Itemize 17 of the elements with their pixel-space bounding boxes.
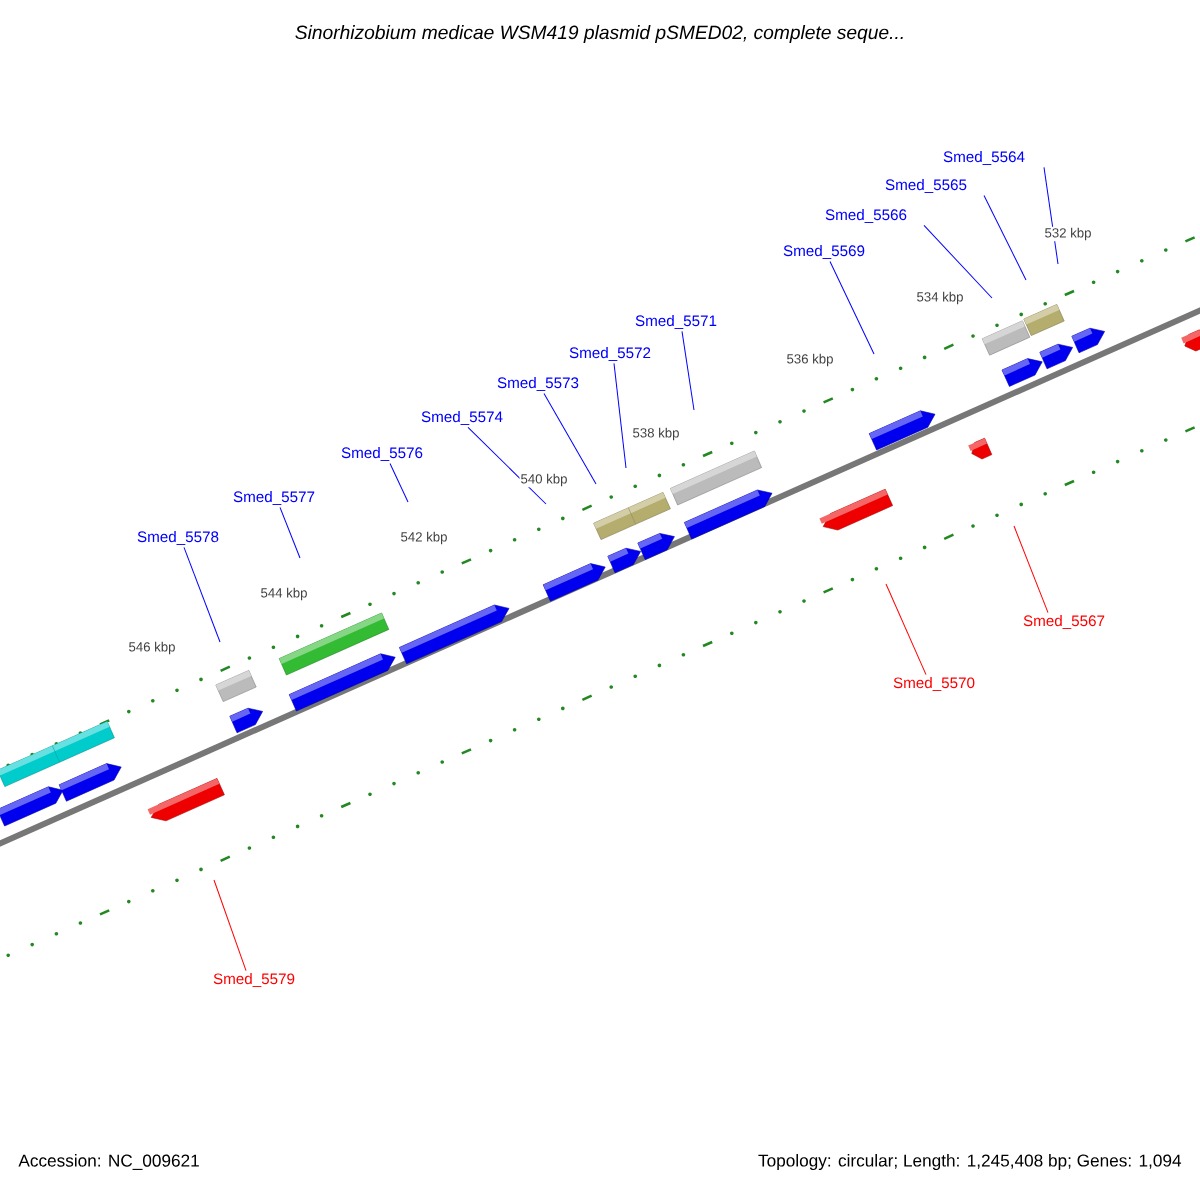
leader-line — [923, 224, 993, 299]
leader-line — [983, 194, 1027, 281]
leader-line — [1013, 525, 1049, 614]
footer-text: Topology: circular; Length: 1,245,408 bp; Genes: 1,094 — [758, 1154, 1182, 1171]
leader-line — [1043, 166, 1059, 265]
footer-text: Accession: NC_009621 — [18, 1154, 199, 1170]
leader-line — [279, 506, 301, 559]
leader-line — [885, 583, 927, 676]
leader-line — [389, 462, 409, 503]
leader-line — [613, 362, 627, 469]
leader-line — [829, 260, 875, 355]
leader-line — [543, 392, 597, 485]
title: Sinorhizobium medicae WSM419 plasmid pSMED02, complete seque... — [295, 25, 903, 43]
leader-line — [213, 879, 247, 972]
leader-line — [183, 546, 221, 643]
leader-line — [681, 330, 695, 411]
leader-line — [467, 426, 547, 505]
